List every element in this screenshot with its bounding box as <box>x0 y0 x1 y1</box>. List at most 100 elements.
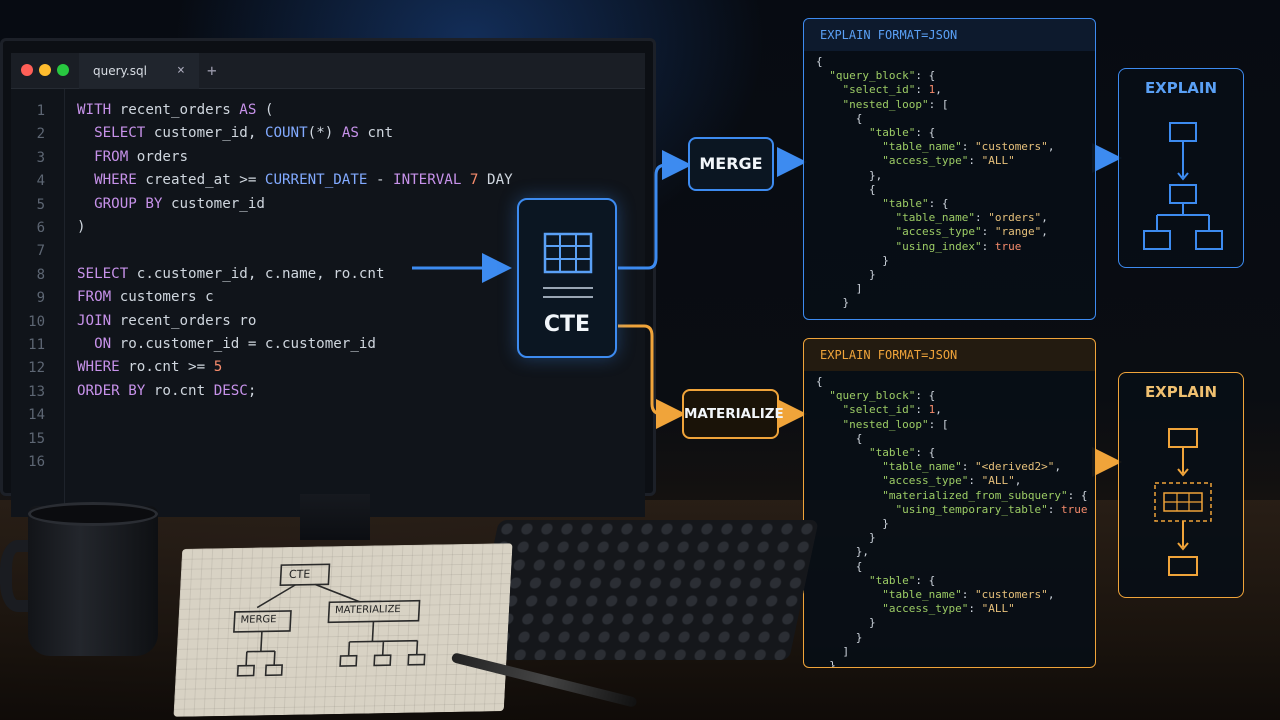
line-number: 9 <box>36 290 45 307</box>
code-line: JOIN recent_orders ro <box>77 312 257 329</box>
mug-rim <box>28 502 158 526</box>
line-number: 13 <box>28 383 45 400</box>
line-number: 4 <box>36 173 45 190</box>
json-line: { <box>816 559 863 573</box>
code-line: WITH recent_orders AS ( <box>77 102 274 118</box>
json-line: "nested_loop": [ <box>816 417 949 431</box>
code-line: GROUP BY customer_id <box>77 195 265 212</box>
line-number: 5 <box>36 196 45 213</box>
merge-explain-box: EXPLAIN <box>1118 68 1244 268</box>
cte-to-merge-arrow <box>618 150 692 270</box>
json-line: }, <box>816 168 883 182</box>
json-line: { <box>816 375 823 388</box>
table-grid-icon <box>543 232 593 298</box>
code-line: WHERE ro.cnt >= 5 <box>77 359 223 376</box>
json-line: "query_block": { <box>816 389 936 403</box>
json-line: "access_type": "ALL" <box>816 602 1015 616</box>
line-number: 12 <box>28 360 45 377</box>
json-line: "table_name": "<derived2>", <box>816 460 1062 474</box>
cte-to-materialize-arrow <box>618 324 686 429</box>
tab-title: query.sql <box>93 64 147 78</box>
json-line: "table_name": "customers", <box>816 588 1055 602</box>
json-line: } <box>816 659 836 668</box>
json-line: "table": { <box>816 126 936 140</box>
line-number: 6 <box>36 220 45 236</box>
json-line: } <box>816 616 876 630</box>
new-tab-icon[interactable]: + <box>207 61 217 80</box>
code-line: FROM orders <box>77 148 189 165</box>
line-number: 15 <box>28 430 45 447</box>
merge-node: MERGE <box>688 137 774 191</box>
line-number: 7 <box>36 243 45 260</box>
json-line: "query_block": { <box>816 69 936 83</box>
code-line: ) <box>77 219 86 235</box>
json-line: "select_id": 1, <box>816 403 942 417</box>
json-line: } <box>816 531 876 545</box>
notebook-merge-label: MERGE <box>240 614 277 626</box>
keyboard <box>469 520 819 660</box>
json-line: { <box>816 182 876 196</box>
notebook-materialize-label: MATERIALIZE <box>334 604 401 617</box>
notebook-sketch <box>233 563 426 677</box>
materialize-panel-header: EXPLAIN FORMAT=JSON <box>804 339 1095 371</box>
line-number: 16 <box>28 454 45 470</box>
json-line: { <box>816 111 863 125</box>
code-line: FROM customers c <box>77 289 214 306</box>
line-number: 2 <box>36 126 45 143</box>
json-line: "table_name": "orders", <box>816 211 1048 225</box>
json-line: "access_type": "ALL" <box>816 154 1015 168</box>
merge-explain-panel: EXPLAIN FORMAT=JSON { "query_block": { "… <box>803 18 1096 320</box>
json-line: "table": { <box>816 446 936 460</box>
json-line: { <box>816 55 823 68</box>
merge-panel-header: EXPLAIN FORMAT=JSON <box>804 19 1095 51</box>
json-line: ] <box>816 282 863 296</box>
merge-plan-tree-icon <box>1143 122 1223 250</box>
merge-json-code: { "query_block": { "select_id": 1, "nest… <box>816 55 1054 311</box>
json-line: "nested_loop": [ <box>816 97 949 111</box>
json-line: } <box>816 630 863 644</box>
json-line: "access_type": "ALL", <box>816 474 1022 488</box>
coffee-mug <box>28 506 158 656</box>
line-number: 8 <box>36 266 45 283</box>
json-line: ] <box>816 644 850 658</box>
materialize-explain-label: EXPLAIN <box>1144 383 1218 401</box>
materialize-json-code: { "query_block": { "select_id": 1, "nest… <box>816 375 1088 668</box>
materialize-explain-panel: EXPLAIN FORMAT=JSON { "query_block": { "… <box>803 338 1096 668</box>
line-number: 3 <box>36 149 45 166</box>
line-number: 10 <box>28 313 45 330</box>
notebook: CTE MERGE MATERIALIZE <box>173 543 513 717</box>
line-number: 11 <box>28 337 45 353</box>
window-close-dot[interactable] <box>21 64 33 76</box>
code-line: SELECT customer_id, COUNT(*) AS cnt <box>77 125 394 142</box>
code-line: ORDER BY ro.cnt DESC; <box>77 382 257 399</box>
json-line: } <box>816 268 876 282</box>
tab-close-icon[interactable]: × <box>177 63 185 78</box>
json-line: "using_temporary_table": true <box>816 502 1088 516</box>
code-line: SELECT c.customer_id, c.name, ro.cnt <box>77 265 385 282</box>
editor-tab-bar: query.sql × + <box>11 53 645 89</box>
json-line: } <box>816 253 889 267</box>
monitor-stand <box>300 494 370 540</box>
line-number: 1 <box>36 103 45 119</box>
tab-query-sql[interactable]: query.sql <box>79 53 199 89</box>
json-line: { <box>816 431 863 445</box>
materialize-explain-box: EXPLAIN <box>1118 372 1244 598</box>
json-line: "table": { <box>816 197 949 211</box>
code-line: WHERE created_at >= CURRENT_DATE - INTER… <box>77 172 513 189</box>
materialize-node: MATERIALIZE <box>682 389 784 439</box>
json-line: "select_id": 1, <box>816 83 942 97</box>
json-line: } <box>816 296 850 310</box>
cte-node: CTE <box>517 198 617 358</box>
json-line: "access_type": "range", <box>816 225 1048 239</box>
json-line: "using_index": true <box>816 239 1022 253</box>
materialize-plan-icon <box>1154 428 1212 576</box>
notebook-cte-label: CTE <box>288 567 311 582</box>
cte-label: CTE <box>543 312 591 337</box>
json-line: }, <box>816 545 869 559</box>
window-maximize-dot[interactable] <box>57 64 69 76</box>
json-line: "materialized_from_subquery": { <box>816 488 1088 502</box>
window-minimize-dot[interactable] <box>39 64 51 76</box>
json-line: "table": { <box>816 573 936 587</box>
